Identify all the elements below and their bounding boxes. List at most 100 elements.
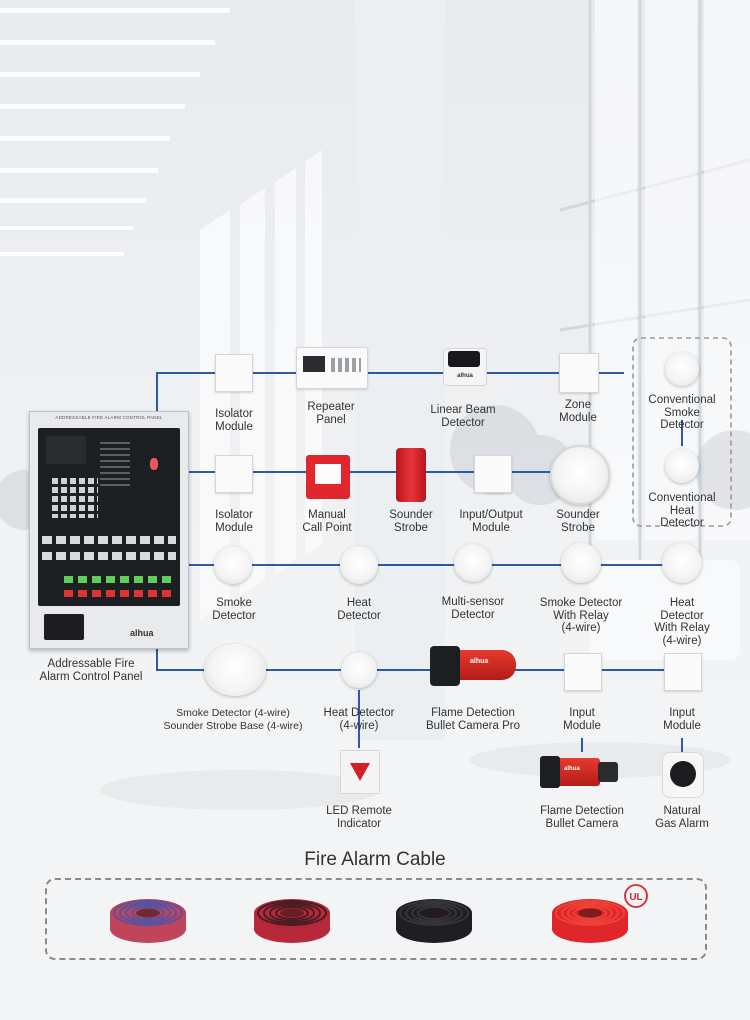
cable-roll-coil — [417, 906, 451, 920]
flame-camera-pro-brand: alhua — [470, 658, 489, 665]
flame-camera-brand: alhua — [564, 766, 580, 772]
isolator-module-2-device — [215, 455, 253, 493]
control-panel-green-row — [64, 576, 174, 583]
cable-roll-coil — [573, 906, 607, 920]
heat-detector-4wire-device — [341, 652, 377, 688]
linear-beam-detector-brand: alhua — [457, 373, 473, 379]
manual-call-point-label: Manual Call Point — [302, 509, 352, 534]
smoke-detector-relay-label: Smoke Detector With Relay (4-wire) — [539, 597, 623, 634]
multi-sensor-detector-device — [454, 544, 492, 582]
conventional-heat-detector-device — [665, 449, 699, 483]
cable-roll-red — [552, 899, 628, 943]
linear-beam-detector-label: Linear Beam Detector — [430, 404, 496, 429]
control-panel-button-row-2 — [42, 552, 176, 560]
zone-module-device — [559, 353, 599, 393]
cable-roll-core — [422, 908, 446, 918]
multi-sensor-detector-label: Multi-sensor Detector — [441, 596, 505, 621]
control-panel-header: ADDRESSABLE FIRE ALARM CONTROL PANEL — [55, 415, 163, 420]
cable-roll-coil — [405, 902, 463, 924]
flame-camera-pro-device: alhua — [430, 646, 516, 690]
cable-roll-black — [396, 899, 472, 943]
repeater-panel-device — [296, 347, 368, 389]
cable-roll-coil — [257, 900, 327, 926]
cable-roll-coil — [561, 902, 619, 924]
isolator-module-1-label: Isolator Module — [215, 408, 253, 433]
cable-roll-coil — [411, 904, 457, 922]
control-panel-label: Addressable Fire Alarm Control Panel — [39, 658, 143, 683]
cable-roll-core — [578, 908, 602, 918]
repeater-panel-keys — [331, 358, 361, 372]
isolator-module-1-device — [215, 354, 253, 392]
sounder-strobe-red-device — [396, 448, 426, 502]
natural-gas-alarm-face — [670, 761, 696, 787]
heat-detector-relay-device — [662, 543, 702, 583]
linear-beam-detector-lens — [448, 351, 480, 367]
natural-gas-alarm-device — [662, 752, 704, 798]
cable-roll-coil — [555, 900, 625, 926]
input-output-module-device — [474, 455, 512, 493]
control-panel-red-row — [64, 590, 174, 597]
led-remote-indicator-device — [340, 750, 380, 794]
input-module-1-device — [564, 653, 602, 691]
input-module-1-label: Input Module — [563, 707, 601, 732]
conventional-heat-detector-label: Conventional Heat Detector — [648, 492, 716, 529]
flame-camera-label: Flame Detection Bullet Camera — [540, 805, 624, 830]
zone-module-label: Zone Module — [559, 399, 597, 424]
input-output-module-label: Input/Output Module — [459, 509, 523, 534]
smoke-detector-4wire-device — [204, 644, 266, 696]
manual-call-point-window — [315, 464, 341, 484]
flame-camera-pro-label: Flame Detection Bullet Camera Pro — [426, 707, 520, 732]
repeater-panel-screen — [303, 356, 325, 372]
control-panel: ADDRESSABLE FIRE ALARM CONTROL PANEL alh… — [29, 411, 189, 649]
cable-roll-coil — [567, 904, 613, 922]
cable-roll-coil — [399, 900, 469, 926]
smoke-detector-4wire-label: Smoke Detector (4-wire) Sounder Strobe B… — [163, 707, 303, 732]
heat-detector-relay-label: Heat Detector With Relay (4-wire) — [654, 597, 710, 647]
cable-roll-coil — [113, 900, 183, 926]
flame-camera-device: alhua — [540, 754, 618, 794]
natural-gas-alarm-label: Natural Gas Alarm — [655, 805, 709, 830]
control-panel-printer — [44, 614, 84, 640]
smoke-detector-relay-device — [561, 543, 601, 583]
manual-call-point-device — [306, 455, 350, 499]
linear-beam-detector-device: alhua — [443, 348, 487, 386]
sounder-strobe-red-label: Sounder Strobe — [389, 509, 433, 534]
conventional-smoke-detector-device — [665, 352, 699, 386]
cable-roll-red-black — [254, 899, 330, 943]
input-module-2-label: Input Module — [663, 707, 701, 732]
cable-roll-coil — [119, 902, 177, 924]
isolator-module-2-label: Isolator Module — [215, 509, 253, 534]
cable-roll-coil — [131, 906, 165, 920]
input-module-2-device — [664, 653, 702, 691]
flame-camera-pro-front — [430, 646, 460, 686]
smoke-detector-label: Smoke Detector — [212, 597, 256, 622]
cable-roll-core — [136, 908, 160, 918]
cable-roll-coil — [263, 902, 321, 924]
smoke-detector-device — [214, 546, 252, 584]
cable-roll-coil — [125, 904, 171, 922]
heat-detector-4wire-label: Heat Detector (4-wire) — [323, 707, 395, 732]
sounder-strobe-white-device — [550, 445, 610, 505]
control-panel-leds — [100, 438, 130, 486]
control-panel-display — [46, 436, 86, 464]
cable-roll-core — [280, 908, 304, 918]
heat-detector-label: Heat Detector — [337, 597, 381, 622]
conventional-smoke-detector-label: Conventional Smoke Detector — [648, 394, 716, 431]
flame-camera-front — [540, 756, 560, 788]
repeater-panel-label: Repeater Panel — [307, 401, 355, 426]
cable-roll-blue-red — [110, 899, 186, 943]
heat-detector-device — [340, 546, 378, 584]
flame-camera-mount — [598, 762, 618, 782]
control-panel-keypad — [52, 478, 98, 518]
control-panel-button-row-1 — [42, 536, 176, 544]
control-panel-alarm-icon — [150, 458, 158, 470]
control-panel-brand: alhua — [130, 628, 154, 638]
cable-section-title: Fire Alarm Cable — [304, 849, 446, 870]
cable-roll-coil — [269, 904, 315, 922]
cable-roll-coil — [275, 906, 309, 920]
control-panel-face — [38, 428, 180, 606]
conventional-group-frame — [632, 337, 732, 527]
ul-mark-text: UL — [629, 892, 642, 903]
